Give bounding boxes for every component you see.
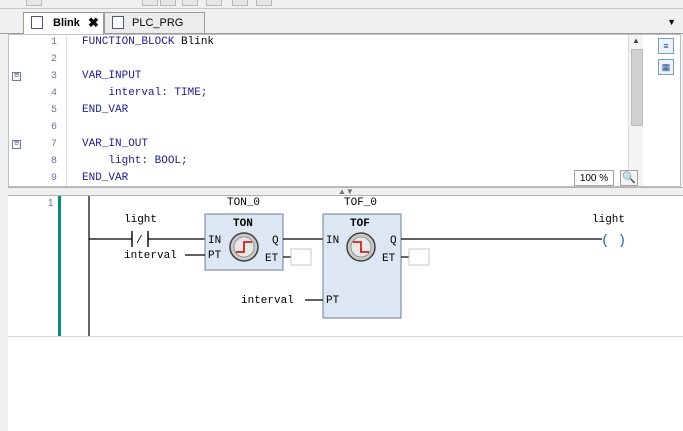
tab-label: PLC_PRG [132,17,184,29]
zoom-magnifier-icon[interactable]: 🔍 [620,170,638,186]
tof-instance-name: TOF_0 [344,197,377,209]
coil-variable: light [592,214,625,226]
tab-plc-prg[interactable]: PLC_PRG [104,12,205,33]
ton-type: TON [233,218,253,230]
network-number: 1 [48,198,54,209]
tof-block [322,213,402,319]
editor-tab-bar: Blink ✖ PLC_PRG ▼ [0,9,683,34]
tab-blink[interactable]: Blink ✖ [23,12,104,34]
code-line: 2 [9,52,649,69]
toolbar-button[interactable] [160,0,176,6]
keyword: END_VAR [82,172,129,184]
collapse-icon[interactable]: ⊟ [12,140,21,149]
toolbar-button[interactable] [26,0,42,6]
keyword: FUNCTION_BLOCK [82,36,175,48]
code-line: ⊟ 7 VAR_IN_OUT [9,137,649,154]
code-line: 8 light: BOOL; [9,154,649,171]
coil-symbol: ( ) [601,233,626,249]
tab-label: Blink [53,17,80,29]
program-icon [112,16,124,29]
ton-pt-pin: PT [208,250,222,262]
tof-type: TOF [350,218,370,230]
ladder-diagram: light / TON_0 TON IN PT Q ET interval TO… [58,196,626,336]
timer-clock-icon [346,232,376,262]
toolbar-button[interactable] [206,0,222,6]
toolbar-button[interactable] [232,0,248,6]
tof-in-pin: IN [326,235,339,247]
code-line: 1 FUNCTION_BLOCK Blink [9,35,649,52]
editor-splitter[interactable]: ▲▼ [8,187,683,196]
function-block-icon [31,16,43,29]
keyword: VAR_INPUT [82,70,142,82]
line-number: 2 [50,54,57,65]
code-line: 4 interval: TIME; [9,86,649,103]
line-number: 4 [50,88,57,99]
identifier: Blink [174,36,215,48]
keyword: END_VAR [82,104,129,116]
declaration-editor[interactable]: 1 FUNCTION_BLOCK Blink 2 ⊟ 3 VAR_INPUT 4… [8,34,681,187]
line-number: 7 [50,139,57,150]
toolbar-strip [0,0,683,9]
code-line: 5 END_VAR [9,103,649,120]
network-selection-bar [58,196,61,336]
line-number: 3 [50,71,57,82]
line-number-gutter [9,35,67,186]
line-number: 1 [50,37,57,48]
tabular-view-icon[interactable]: ▦ [658,59,674,75]
line-number: 9 [50,173,57,184]
vertical-scrollbar[interactable]: ▲ ▼ [628,35,643,186]
tof-q-pin: Q [390,235,397,247]
ton-in-pin: IN [208,235,221,247]
code-text: FUNCTION_BLOCK Blink [82,36,214,48]
textual-view-icon[interactable]: ≡ [658,38,674,54]
ton-et-output-box [290,248,312,266]
tof-et-output-box [408,248,430,266]
zoom-level[interactable]: 100 % [574,170,614,186]
code-line: ⊟ 3 VAR_INPUT [9,69,649,86]
scrollbar-thumb[interactable] [631,49,643,126]
keyword: VAR_IN_OUT [82,138,149,150]
toolbar-button[interactable] [142,0,158,6]
tof-pt-variable: interval [241,295,294,307]
splitter-grip-icon[interactable]: ▲▼ [338,187,354,196]
scroll-up-icon[interactable]: ▲ [632,36,640,45]
ton-et-pin: ET [265,253,279,265]
code-line: 9 END_VAR [9,171,649,186]
close-icon[interactable]: ✖ [88,15,99,30]
code-text: light: BOOL; [82,155,188,167]
tab-list-dropdown-icon[interactable]: ▼ [667,17,676,27]
timer-clock-icon [229,232,259,262]
code-line: 6 [9,120,649,137]
ton-pt-variable: interval [124,250,177,262]
toolbar-button[interactable] [256,0,272,6]
line-number: 5 [50,105,57,116]
negated-contact-symbol: / [136,235,143,247]
toolbar-button[interactable] [182,0,198,6]
tof-pt-pin: PT [326,295,340,307]
code-text: interval: TIME; [82,87,208,99]
collapse-icon[interactable]: ⊟ [12,72,21,81]
line-number: 6 [50,122,57,133]
network-separator [8,336,683,337]
line-number: 8 [50,156,57,167]
contact-variable: light [124,214,157,226]
ladder-editor[interactable]: 1 light / TON_0 TON IN PT Q ET interval [8,196,683,431]
ton-instance-name: TON_0 [227,197,260,209]
tof-et-pin: ET [382,253,396,265]
ton-q-pin: Q [272,235,279,247]
